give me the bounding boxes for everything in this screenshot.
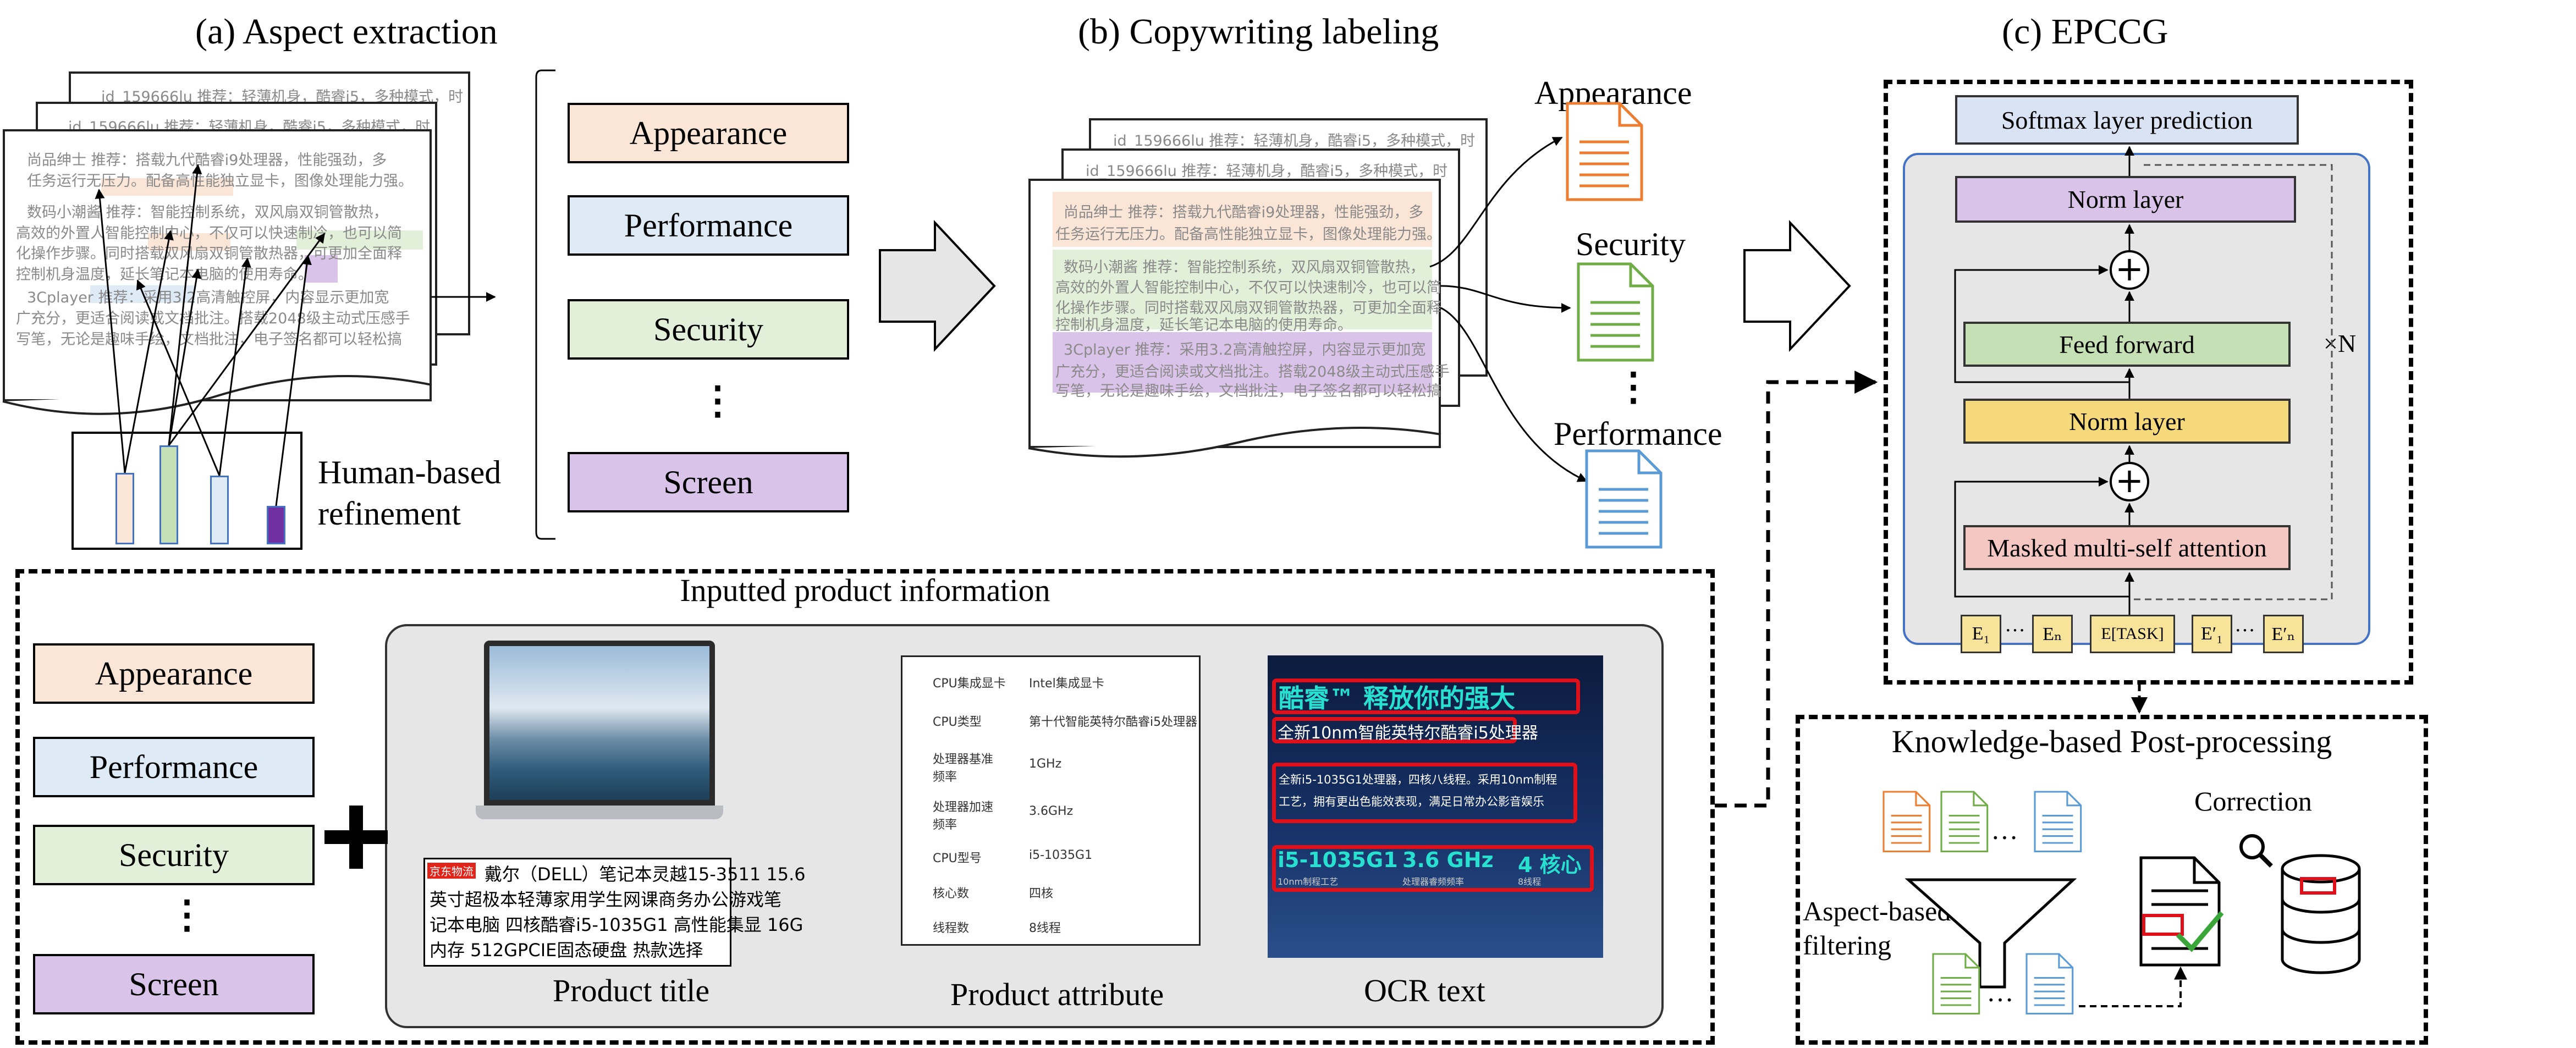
embedding-e1-prime: E′₁ [2192,615,2232,653]
caption-product-attribute: Product attribute [950,977,1164,1012]
product-title-box: 京东物流 戴尔（DELL）笔记本灵越15-3511 15.6 英寸超极本轻薄家用… [423,858,806,967]
residual-add-icon-top: + [2110,250,2149,290]
aspect-appearance: Appearance [568,103,849,163]
post-doc-orange-icon [1883,791,1931,853]
arrow-b-to-c [1743,219,1851,352]
title-epccg: (c) EPCCG [2002,12,2168,52]
aspect-performance: Performance [568,195,849,256]
bar-to-doc-arrows [95,164,326,506]
doc-line: 写笔，无论是趣味手绘，文档批注，电子签名都可以轻松搞 [16,331,402,348]
bar-screen [267,506,285,544]
post-processing-title: Knowledge-based Post-processing [1891,724,2332,759]
aspect-screen: Screen [568,452,849,512]
doc-line: 广充分，更适合阅读或文档批注。搭载2048级主动式压感手 [16,310,410,327]
doc-line: 任务运行无压力。配备高性能独立显卡，图像处理能力强。 [27,173,413,190]
ocr-box-subhead [1272,717,1517,743]
aspect-security: Security [568,299,849,360]
doc-line: 控制机身温度，延长笔记本电脑的使用寿命。 [16,266,313,283]
label-performance: Performance [1554,416,1722,452]
magnifier-icon [2239,834,2273,868]
svg-text:···: ··· [1986,984,2014,1015]
input-aspect-security: Security [33,825,315,885]
ocr-box-headline [1272,679,1580,714]
inputs-frame [15,569,1715,1045]
doc-wave-b [1028,427,1441,458]
repeat-n-dashed [2134,164,2333,600]
labeled-page-front: 尚品绅士 推荐：搭载九代酷睿i9处理器，性能强劲，多 任务运行无压力。配备高性能… [1028,179,1450,448]
post-doc-green-icon [1940,791,1989,853]
residual-add-icon-bottom: + [2110,462,2149,501]
epccg-frame [1884,80,2413,685]
model-flow-arrows [1954,146,2134,615]
feed-forward-layer: Feed forward [1963,322,2291,367]
post-doc-blue-icon [2034,791,2082,853]
title-copywriting-labeling: (b) Copywriting labeling [1078,12,1439,52]
plus-combine-icon [324,806,388,869]
bar-security [159,445,178,544]
svg-text:···: ··· [1991,822,2018,853]
filter-funnel-icon [1905,878,2077,989]
ocr-box-specs [1272,845,1594,892]
title-aspect-extraction: (a) Aspect extraction [195,12,498,52]
filtered-doc-green-icon [1932,953,1980,1015]
embedding-ellipsis-2: ··· [2234,619,2255,642]
inputs-title: Inputted product information [680,572,1050,608]
ocr-image: 酷睿™ 释放你的强大 全新10nm智能英特尔酷睿i5处理器 全新i5-1035G… [1268,655,1603,958]
masked-attention-layer: Masked multi-self attention [1963,525,2291,570]
norm-layer-middle: Norm layer [1963,399,2291,444]
ocr-box-body [1272,763,1577,823]
aspect-bracket [535,69,555,540]
arrow-a-to-b [879,219,996,352]
inputs-to-model-connector [1715,371,1878,808]
corrected-document-icon [2139,856,2224,967]
human-refinement-label-2: refinement [318,495,461,532]
softmax-layer: Softmax layer prediction [1955,95,2299,145]
laptop-image [476,641,723,861]
knowledge-database-icon [2281,854,2361,974]
doc-wave-a [2,375,432,415]
input-aspect-performance: Performance [33,737,315,797]
filtered-doc-blue-icon [2025,953,2074,1015]
doc-line: 化操作步骤。同时搭载双风扇双铜管散热器，可更加全面释 [16,245,402,262]
label-security: Security [1576,226,1686,262]
filtering-label-1: Aspect-based [1803,896,1951,926]
aspect-frequency-chart [71,432,302,550]
correction-label: Correction [2194,786,2312,817]
caption-product-title: Product title [553,973,710,1008]
embedding-en: Eₙ [2032,615,2073,653]
caption-ocr-text: OCR text [1364,973,1485,1008]
repeat-n-label: ×N [2324,329,2357,357]
doc-line: 高效的外置人智能控制中心，不仅可以快速制冷，也可以简 [16,225,402,242]
security-document-icon [1578,264,1653,360]
doc-line: 3Cplayer 推荐：采用3.2高清触控屏，内容显示更加宽 [27,289,389,306]
embedding-ellipsis-1: ··· [2005,619,2025,642]
post-processing-frame [1796,715,2428,1045]
input-aspect-appearance: Appearance [33,643,315,704]
doc-line: 尚品绅士 推荐：搭载九代酷睿i9处理器，性能强劲，多 [27,152,387,169]
filtered-to-corrected-connector [2079,966,2187,1007]
embedding-task: E[TASK] [2090,615,2175,653]
appearance-document-icon [1567,103,1642,200]
embedding-e1: E₁ [1961,615,2001,653]
performance-document-icon [1587,451,1661,547]
product-attribute-table: CPU集成显卡 Intel集成显卡 CPU类型 第十代智能英特尔酷睿i5处理器 … [901,655,1201,946]
doc-line: 数码小潮酱 推荐：智能控制系统，双风扇双铜管散热， [27,204,388,221]
document-page-front: 尚品绅士 推荐：搭载九代酷睿i9处理器，性能强劲，多 任务运行无压力。配备高性能… [3,129,432,401]
filtering-label-2: filtering [1803,930,1892,961]
input-aspect-screen: Screen [33,954,315,1014]
logistics-tag: 京东物流 [427,863,476,879]
embedding-en-prime: E′ₙ [2263,615,2304,653]
bar-appearance [115,473,134,544]
human-refinement-label-1: Human-based [318,454,502,490]
labeling-arrows [1429,136,1588,482]
bar-performance [210,476,229,544]
norm-layer-top: Norm layer [1955,176,2296,223]
